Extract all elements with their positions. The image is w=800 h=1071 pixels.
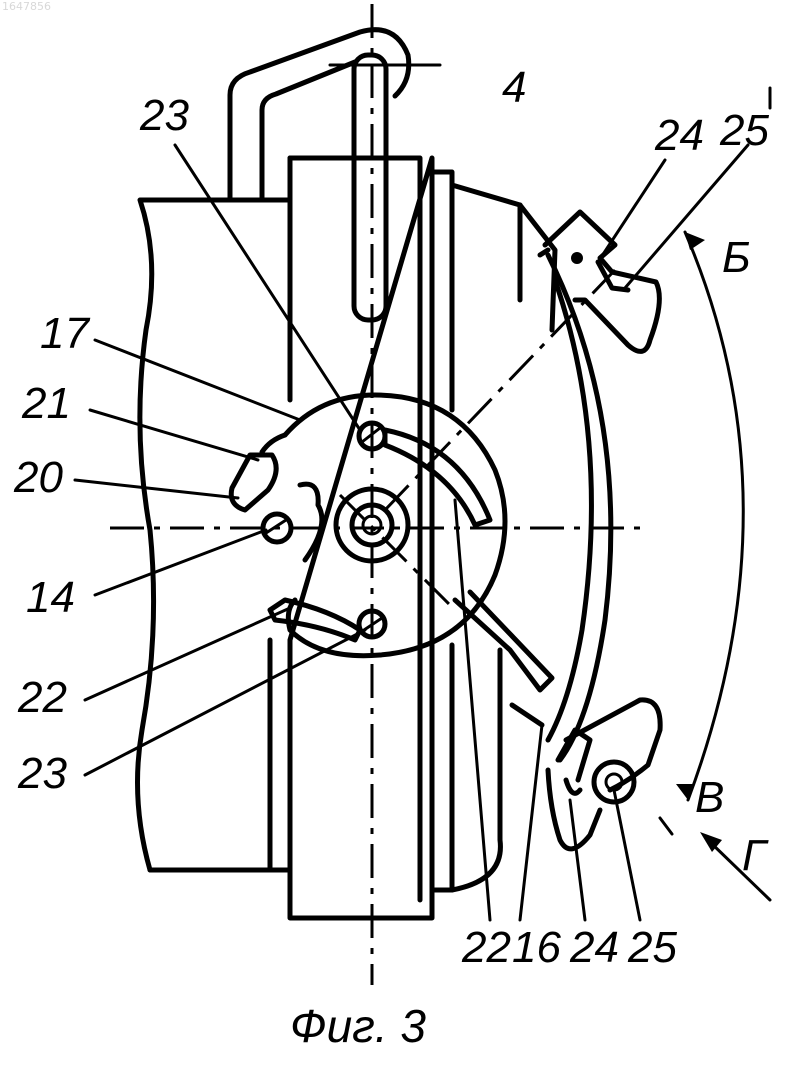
label-23-bottom: 23: [17, 749, 67, 798]
label-24-bottom: 24: [569, 923, 619, 972]
label-25-top: 25: [719, 106, 769, 155]
label-20: 20: [13, 453, 63, 502]
label-16: 16: [512, 923, 561, 972]
label-21: 21: [21, 379, 71, 428]
slider-plate: [270, 158, 520, 918]
label-14: 14: [26, 573, 75, 622]
bottom-clamp: [548, 700, 660, 849]
label-v: В: [695, 773, 724, 822]
motion-arc-b-v: [676, 232, 743, 800]
part-4-band: [520, 205, 555, 330]
label-25-bottom: 25: [627, 923, 677, 972]
section-ticks: [660, 88, 770, 834]
figure-caption: Фиг. 3: [290, 1000, 426, 1052]
label-g: Г: [742, 831, 769, 880]
label-24-top: 24: [654, 111, 704, 160]
label-b-cyr: Б: [722, 233, 751, 282]
label-17: 17: [40, 309, 90, 358]
label-22-left: 22: [17, 673, 67, 722]
watermark-text: 1647856: [2, 0, 51, 13]
leader-lines: [75, 145, 748, 920]
label-23-top: 23: [139, 91, 189, 140]
label-4: 4: [502, 63, 526, 112]
top-clamp-pin: [571, 252, 583, 264]
label-22-bottom: 22: [461, 923, 511, 972]
